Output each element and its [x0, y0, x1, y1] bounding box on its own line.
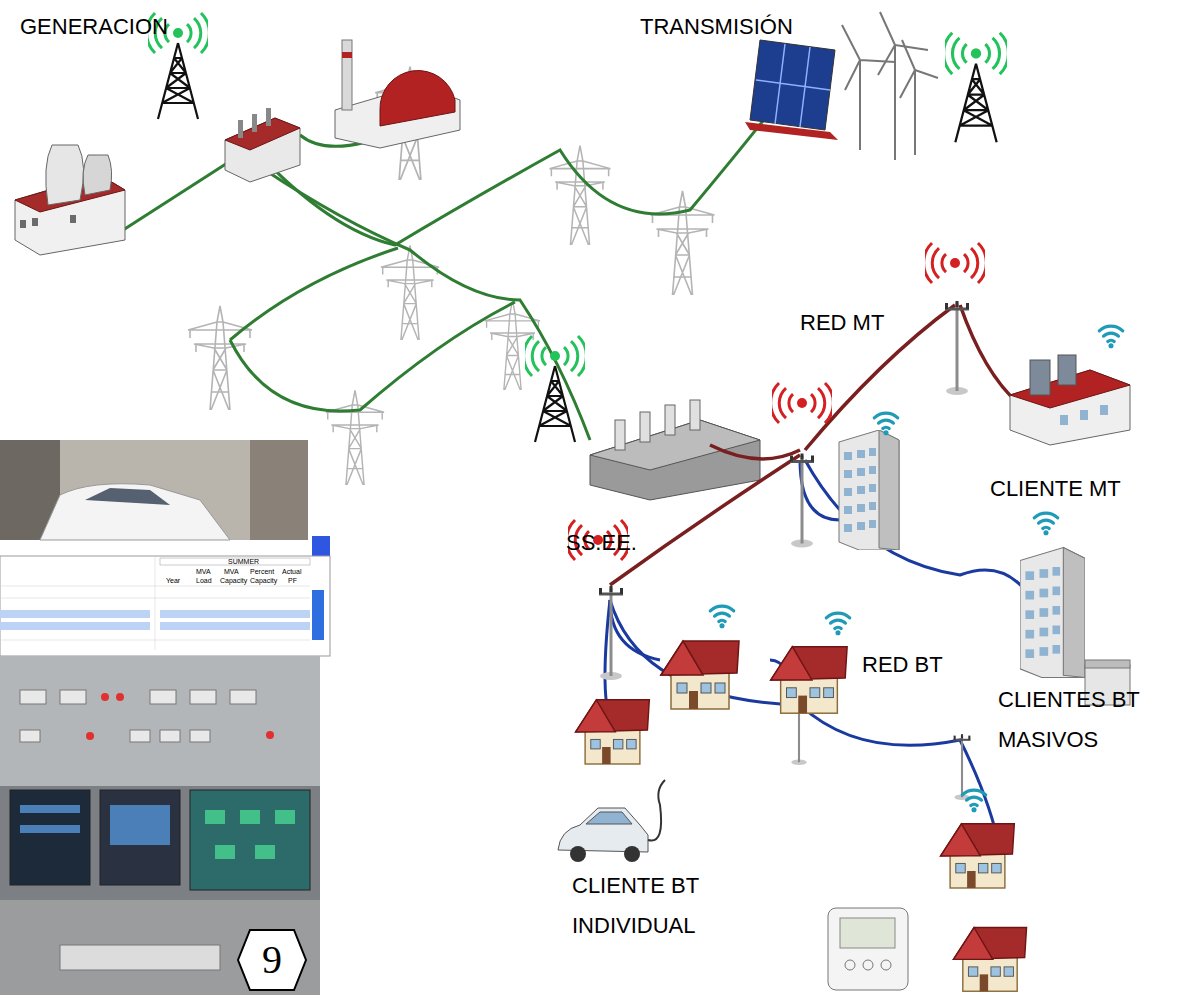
- wifi-icon: [1099, 326, 1122, 348]
- house: [941, 824, 1015, 888]
- house: [576, 700, 650, 764]
- section-label: CLIENTE MT: [990, 476, 1121, 502]
- factory: [1010, 355, 1130, 445]
- section-label: SS.EE.: [566, 530, 637, 556]
- wifi-icon: [874, 413, 897, 435]
- table-cell: PF: [288, 577, 297, 585]
- section-label: TRANSMISIÓN: [640, 14, 793, 40]
- transmission-lines: [120, 112, 770, 440]
- radio-tower: [944, 33, 1009, 143]
- nuclear-plant: [335, 40, 460, 148]
- wind-turbines: [842, 12, 938, 160]
- page-number-hexagon: 9: [236, 928, 308, 992]
- table-cell: MVA: [196, 568, 211, 576]
- radio-tower: [524, 336, 587, 442]
- table-cell: Capacity: [250, 577, 277, 585]
- building: [839, 430, 899, 550]
- wifi-icon: [710, 606, 733, 628]
- page-number: 9: [236, 936, 308, 984]
- signal-icon: [771, 383, 834, 423]
- table-cell: SUMMER: [228, 558, 259, 566]
- table-cell: Actual: [282, 568, 301, 576]
- building: [1020, 548, 1085, 678]
- table-cell: Load: [196, 577, 212, 585]
- thermostat: [828, 908, 908, 990]
- bt-lines: [605, 460, 1025, 850]
- section-label: CLIENTES BT MASIVOS: [998, 680, 1186, 760]
- mt-pole: [599, 586, 623, 680]
- section-label: RED MT: [800, 310, 884, 336]
- generation-substation: [225, 108, 300, 182]
- mt-lines: [610, 305, 1035, 585]
- mt-pole: [945, 301, 969, 395]
- house: [771, 647, 847, 713]
- transmission-towers: [188, 67, 715, 485]
- table-cell: Capacity: [220, 577, 247, 585]
- wifi-icon: [962, 790, 985, 812]
- wifi-icon: [826, 613, 849, 635]
- house: [661, 641, 739, 709]
- section-label: RED BT: [862, 652, 943, 678]
- wifi-icon: [1034, 513, 1057, 535]
- power-plant: [15, 145, 125, 255]
- signal-icon: [924, 243, 987, 283]
- table-cell: Year: [166, 577, 180, 585]
- distribution-substation: [590, 400, 760, 500]
- control-room-photo: [0, 440, 330, 995]
- section-label: GENERACION: [20, 14, 168, 40]
- electric-car: [558, 780, 665, 862]
- mt-pole: [790, 454, 814, 548]
- solar-panel: [745, 40, 838, 140]
- table-cell: MVA: [224, 568, 239, 576]
- table-cell: Percent: [250, 568, 274, 576]
- section-label: CLIENTE BT INDIVIDUAL: [572, 866, 732, 946]
- house: [953, 928, 1026, 992]
